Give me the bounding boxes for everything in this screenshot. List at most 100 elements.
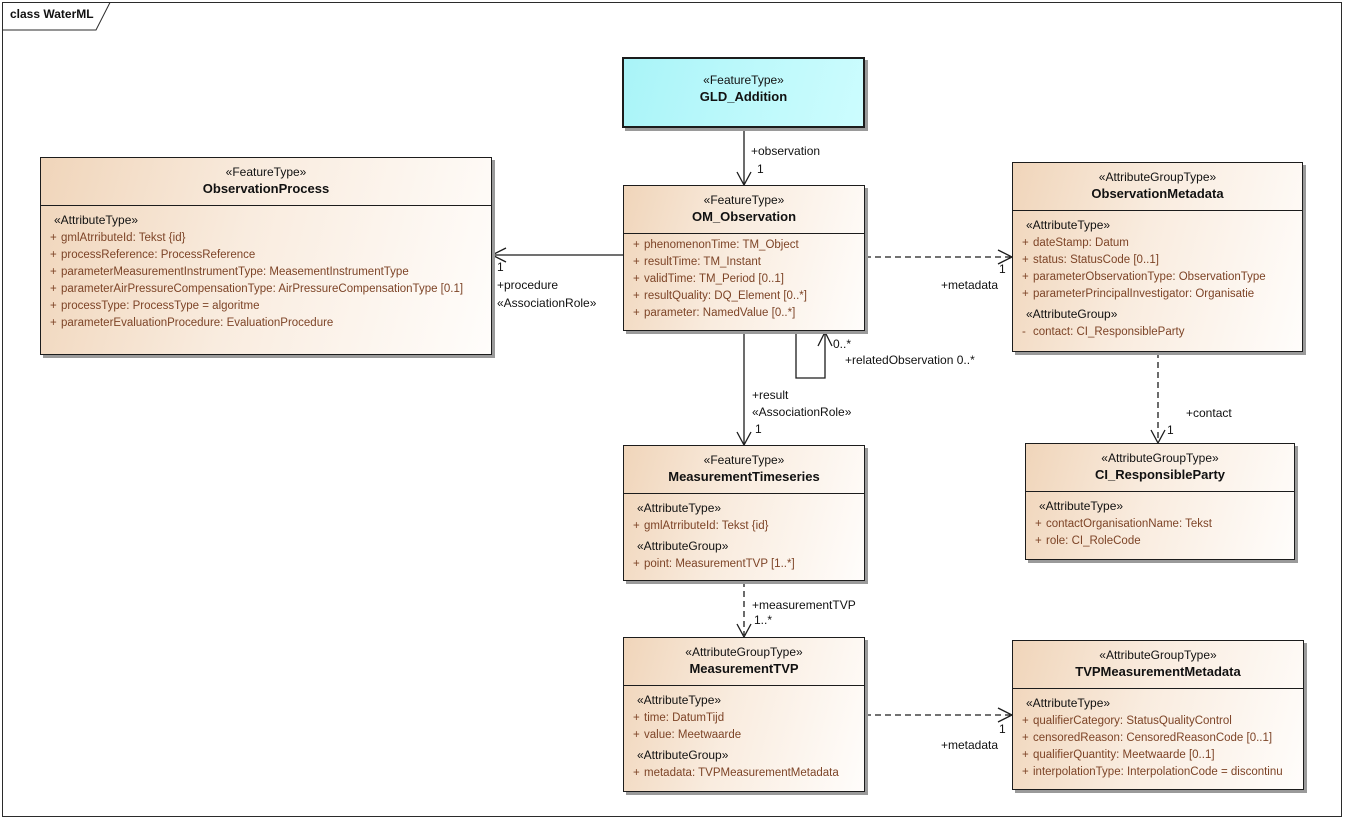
attribute-row[interactable]: +gmlAtrributeId: Tekst {id}: [41, 230, 491, 247]
attribute-text: contact: CI_ResponsibleParty: [1033, 326, 1185, 338]
attribute-text: processType: ProcessType = algoritme: [61, 300, 260, 312]
attribute-visibility: +: [633, 767, 640, 779]
class-box-ci-responsible-party[interactable]: «AttributeGroupType» CI_ResponsibleParty…: [1025, 443, 1295, 560]
section-stereotype: «AttributeGroup»: [637, 539, 729, 553]
attribute-row[interactable]: + parameterObservationType: ObservationTy…: [1013, 269, 1302, 286]
attribute-row[interactable]: + validTime: TM_Period [0..1]: [624, 271, 864, 288]
label-related-role: +relatedObservation 0..*: [845, 353, 975, 367]
class-box-measurement-timeseries[interactable]: «FeatureType» MeasurementTimeseries «Att…: [623, 445, 865, 581]
attribute-text: resultTime: TM_Instant: [644, 256, 761, 268]
section-stereotype: «AttributeType»: [637, 693, 722, 707]
class-stereotype: «AttributeGroupType»: [1099, 648, 1217, 662]
label-contact-mult: 1: [1167, 423, 1174, 437]
attribute-text: parameterAirPressureCompensationType: Ai…: [61, 283, 464, 295]
attribute-row[interactable]: + parameterAirPressureCompensationType: A…: [41, 281, 491, 298]
attribute-row[interactable]: -contact: CI_ResponsibleParty: [1013, 324, 1302, 341]
section-stereotype: «AttributeType»: [1026, 218, 1111, 232]
attribute-visibility: +: [1022, 715, 1029, 727]
attribute-visibility: +: [50, 317, 57, 329]
attribute-row[interactable]: +contactOrganisationName: Tekst: [1026, 516, 1294, 533]
class-name: ObservationMetadata: [1091, 186, 1224, 201]
label-result-role: +result: [752, 388, 789, 402]
attribute-row[interactable]: +point: MeasurementTVP [1..*]: [624, 556, 864, 573]
attribute-row[interactable]: +metadata: TVPMeasurementMetadata: [624, 765, 864, 782]
attribute-visibility: +: [633, 307, 640, 319]
label-measurementtvp-role: +measurementTVP: [752, 598, 856, 612]
attribute-text: parameterObservationType: ObservationTyp…: [1033, 271, 1266, 283]
class-stereotype: «AttributeGroupType»: [1098, 170, 1217, 184]
attribute-visibility: +: [633, 256, 640, 268]
label-procedure-role: +procedure: [497, 278, 559, 292]
attribute-visibility: +: [50, 300, 57, 312]
label-result-stereotype: «AssociationRole»: [752, 405, 852, 419]
attribute-visibility: +: [633, 273, 640, 285]
attribute-visibility: +: [633, 239, 640, 251]
class-attributes: + phenomenonTime: TM_Object + resultTime: T…: [624, 234, 864, 322]
attribute-row[interactable]: + parameterEvaluationProcedure: Evaluatio…: [41, 315, 491, 332]
attribute-row[interactable]: +resultQuality: DQ_Element [0..*]: [624, 288, 864, 305]
attribute-visibility: +: [1022, 237, 1029, 249]
attribute-text: interpolationType: InterpolationCode = d…: [1033, 766, 1283, 778]
attribute-row[interactable]: +gmlAtrributeId: Tekst {id}: [624, 518, 864, 535]
label-related-mult: 0..*: [833, 337, 852, 351]
class-name: TVPMeasurementMetadata: [1075, 664, 1241, 679]
class-name: ObservationProcess: [202, 181, 330, 196]
attribute-row[interactable]: +censoredReason: CensoredReasonCode [0..…: [1013, 730, 1303, 747]
attribute-row[interactable]: +dateStamp: Datum: [1013, 235, 1302, 252]
attribute-visibility: +: [1022, 254, 1029, 266]
label-metadata-obs-mult: 1: [999, 262, 1006, 276]
attribute-text: gmlAtrributeId: Tekst {id}: [61, 232, 186, 244]
attribute-row[interactable]: +processReference: ProcessReference: [41, 247, 491, 264]
attribute-visibility: +: [1022, 271, 1029, 283]
label-procedure-mult: 1: [497, 260, 504, 274]
attribute-row[interactable]: +parameterMeasurementInstrumentType: Mea…: [41, 264, 491, 281]
label-contact-role: +contact: [1186, 406, 1232, 420]
class-box-measurement-tvp[interactable]: «AttributeGroupType» MeasurementTVP «Att…: [623, 637, 865, 792]
label-metadata-tvp-role: +metadata: [941, 738, 999, 752]
attribute-text: phenomenonTime: TM_Object: [644, 239, 799, 251]
attribute-visibility: +: [50, 283, 57, 295]
attribute-visibility: +: [1022, 766, 1029, 778]
attribute-text: value: Meetwaarde: [644, 729, 742, 741]
attribute-row[interactable]: +parameterPrincipalInvestigator: Organis…: [1013, 286, 1302, 303]
attribute-row[interactable]: + processType: ProcessType = algoritme: [41, 298, 491, 315]
attribute-text: validTime: TM_Period [0..1]: [644, 273, 784, 285]
attribute-row[interactable]: +role: CI_RoleCode: [1026, 533, 1294, 550]
attribute-visibility: +: [633, 729, 640, 741]
attribute-row[interactable]: +qualifierCategory: StatusQualityControl: [1013, 713, 1303, 730]
label-metadata-obs-role: +metadata: [941, 278, 999, 292]
attribute-text: qualifierQuantity: Meetwaarde [0..1]: [1033, 749, 1215, 761]
attribute-row[interactable]: +time: DatumTijd: [624, 710, 864, 727]
attribute-text: parameterMeasurementInstrumentType: Meas…: [61, 266, 409, 278]
section-stereotype: «AttributeType»: [1026, 696, 1111, 710]
class-box-tvp-measurement-metadata[interactable]: «AttributeGroupType» TVPMeasurementMetad…: [1012, 640, 1304, 790]
attribute-row[interactable]: + interpolationType: InterpolationCode = …: [1013, 764, 1303, 781]
class-attributes: «AttributeType»+contactOrganisationName:…: [1026, 492, 1294, 550]
attribute-row[interactable]: +qualifierQuantity: Meetwaarde [0..1]: [1013, 747, 1303, 764]
class-box-om-observation[interactable]: «FeatureType» OM_Observation +phenomenon…: [623, 185, 865, 331]
attribute-visibility: +: [633, 712, 640, 724]
attribute-visibility: +: [633, 520, 640, 532]
attribute-visibility: +: [633, 290, 640, 302]
attribute-visibility: -: [1022, 326, 1026, 338]
class-name: OM_Observation: [691, 209, 797, 224]
section-stereotype: «AttributeGroup»: [637, 748, 729, 762]
attribute-row[interactable]: +parameter: NamedValue [0..*]: [624, 305, 864, 322]
attribute-visibility: +: [1035, 535, 1042, 547]
attribute-row[interactable]: + resultTime: TM_Instant: [624, 254, 864, 271]
class-attributes: «AttributeType»+gmlAtrributeId: Tekst {i…: [41, 206, 491, 332]
attribute-row[interactable]: +status: StatusCode [0..1]: [1013, 252, 1302, 269]
attribute-row[interactable]: + phenomenonTime: TM_Object: [624, 237, 864, 254]
class-stereotype: «FeatureType»: [703, 453, 785, 467]
class-name: MeasurementTimeseries: [668, 469, 820, 484]
class-attributes: «AttributeType»+gmlAtrributeId: Tekst {i…: [624, 494, 864, 573]
class-name: CI_ResponsibleParty: [1094, 467, 1226, 482]
class-box-gld-addition[interactable]: «FeatureType» GLD_Addition: [622, 57, 865, 128]
class-box-observation-metadata[interactable]: «AttributeGroupType» ObservationMetadata…: [1012, 162, 1303, 352]
attribute-text: parameterEvaluationProcedure: Evaluation…: [61, 317, 334, 329]
attribute-visibility: +: [1022, 288, 1029, 300]
attribute-row[interactable]: + value: Meetwaarde: [624, 727, 864, 744]
class-box-observation-process[interactable]: «FeatureType» ObservationProcess «Attrib…: [40, 157, 492, 355]
